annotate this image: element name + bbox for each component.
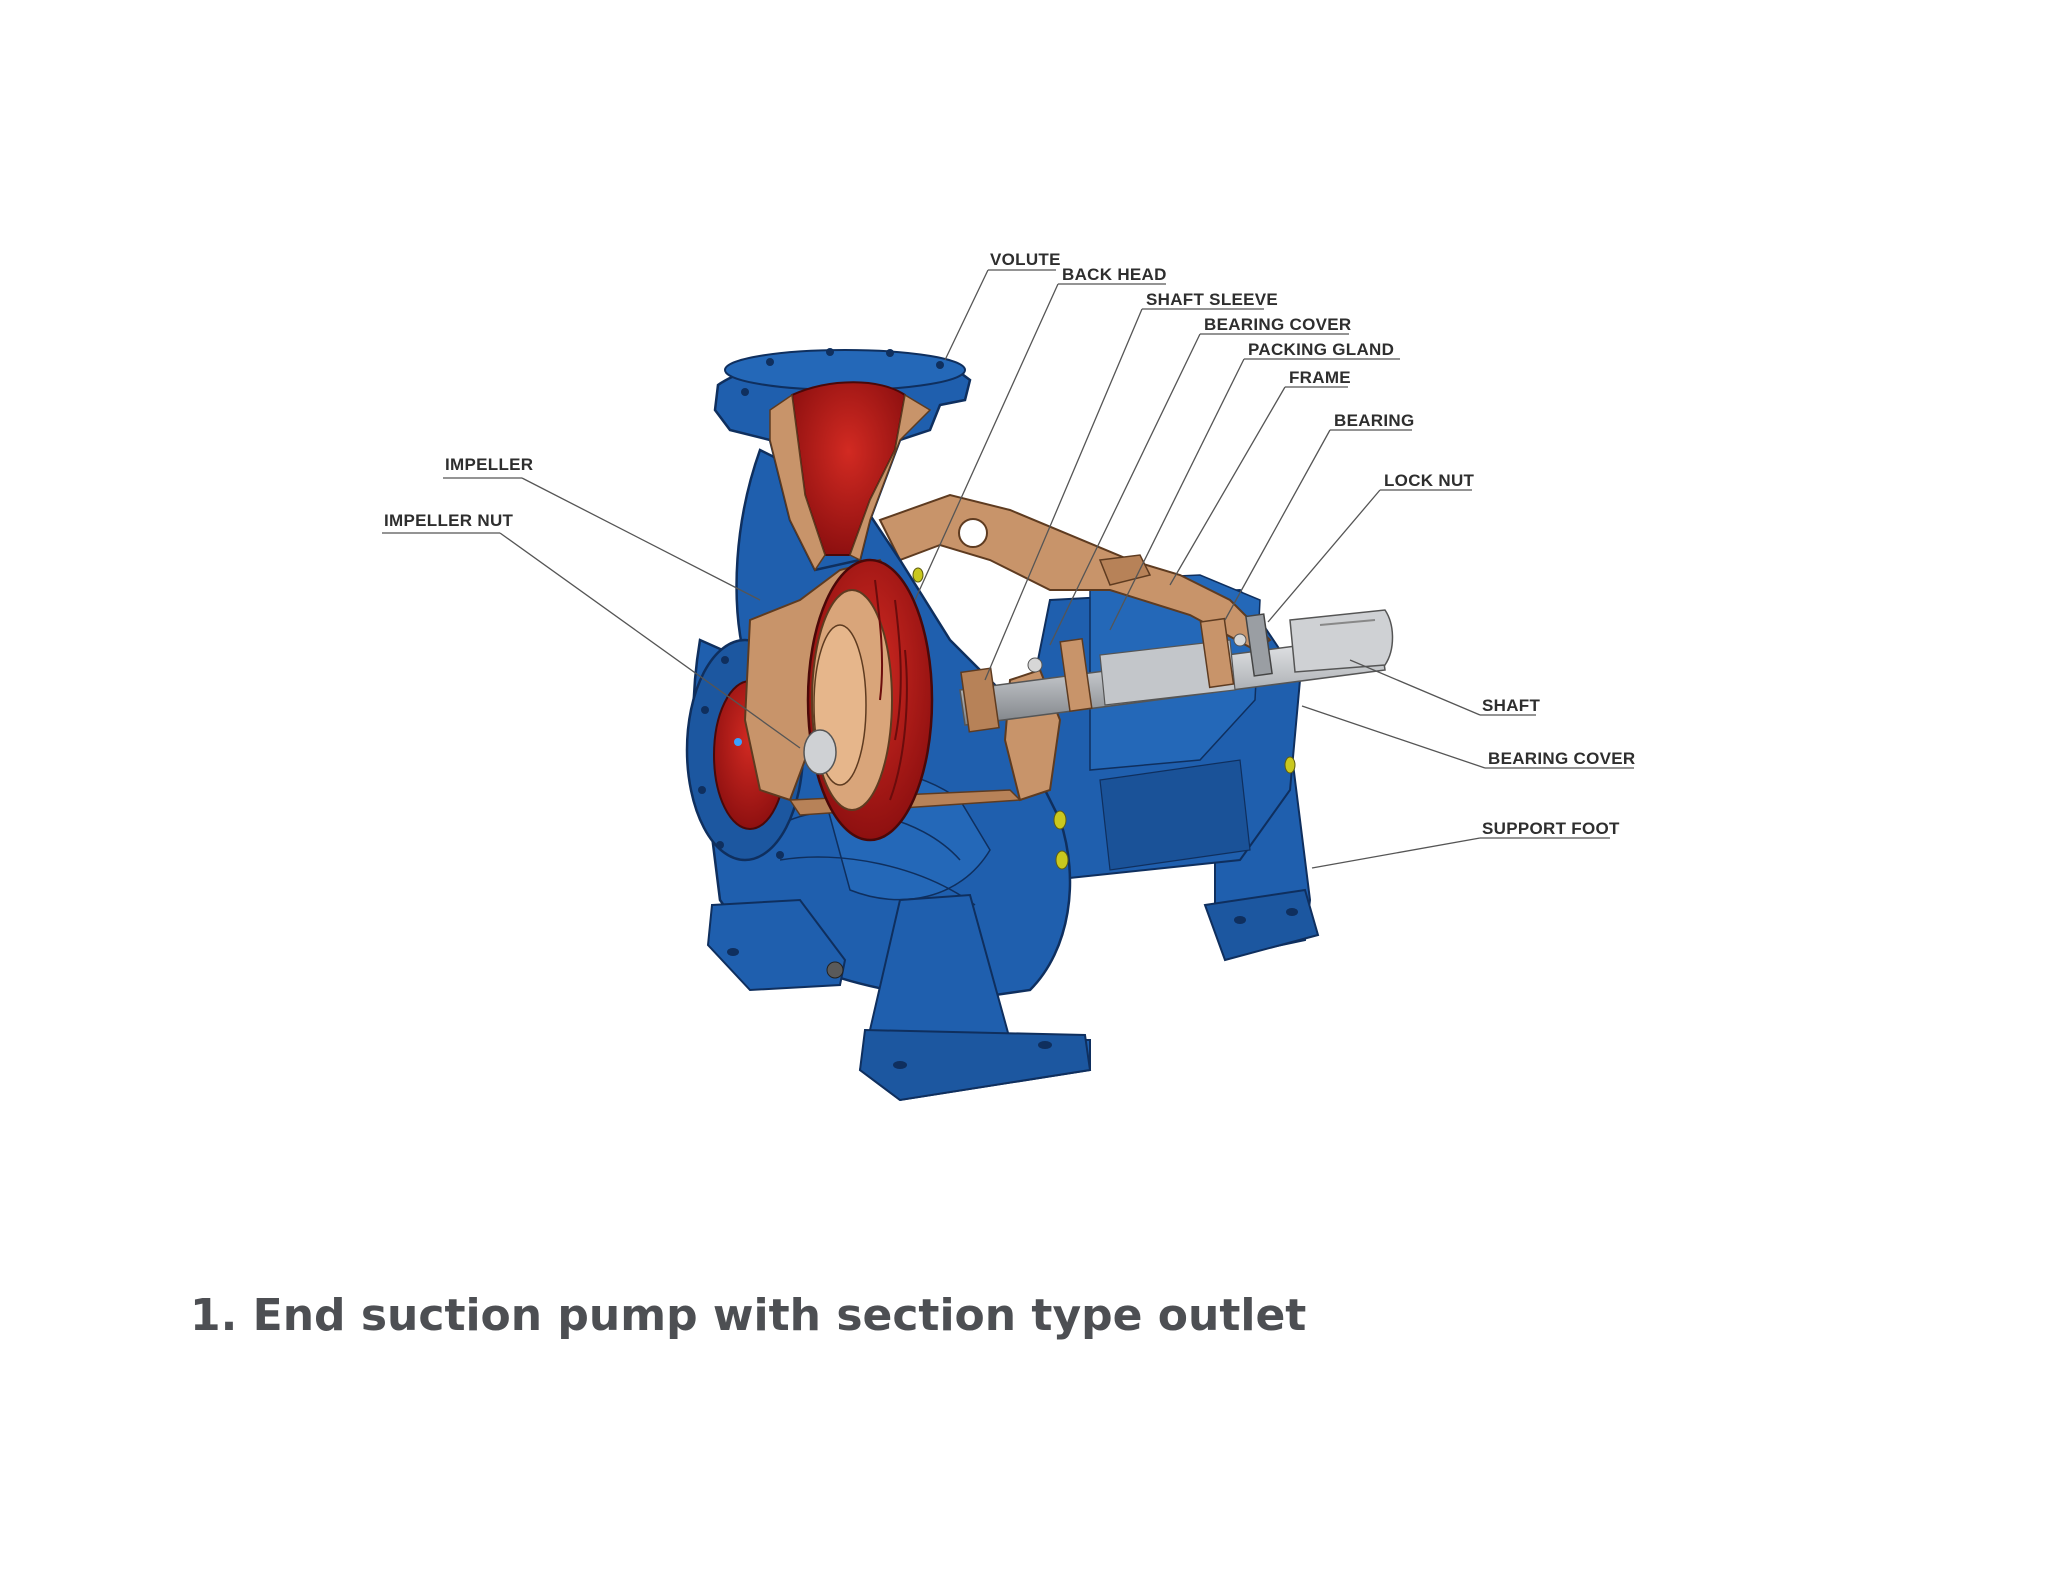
label-impeller-nut: IMPELLER NUT [384,511,514,530]
label-support-foot: SUPPORT FOOT [1482,819,1620,838]
yellow-bolts [912,567,1296,870]
support-foot-front [706,893,1092,1102]
impeller-nut [803,729,837,775]
bearing-housings [960,613,1273,733]
label-bearing: BEARING [1334,411,1415,430]
label-shaft-sleeve: SHAFT SLEEVE [1146,290,1278,309]
label-impeller: IMPELLER [445,455,533,474]
label-frame: FRAME [1289,368,1351,387]
flange-bolt-holes [698,656,794,859]
label-shaft: SHAFT [1482,696,1540,715]
label-lock-nut: LOCK NUT [1384,471,1475,490]
callout-leaders [499,269,1486,869]
shaft [959,609,1394,726]
pump-illustration [685,348,1394,1102]
label-bearing-cover-side: BEARING COVER [1488,749,1635,768]
figure-caption: 1. End suction pump with section type ou… [190,1290,1307,1341]
label-back-head: BACK HEAD [1062,265,1167,284]
discharge-outlet [713,348,972,572]
impeller [803,558,934,842]
label-volute: VOLUTE [990,250,1061,269]
label-bearing-cover-top: BEARING COVER [1204,315,1351,334]
label-packing-gland: PACKING GLAND [1248,340,1394,359]
callout-labels: VOLUTE BACK HEAD SHAFT SLEEVE BEARING CO… [382,250,1635,839]
